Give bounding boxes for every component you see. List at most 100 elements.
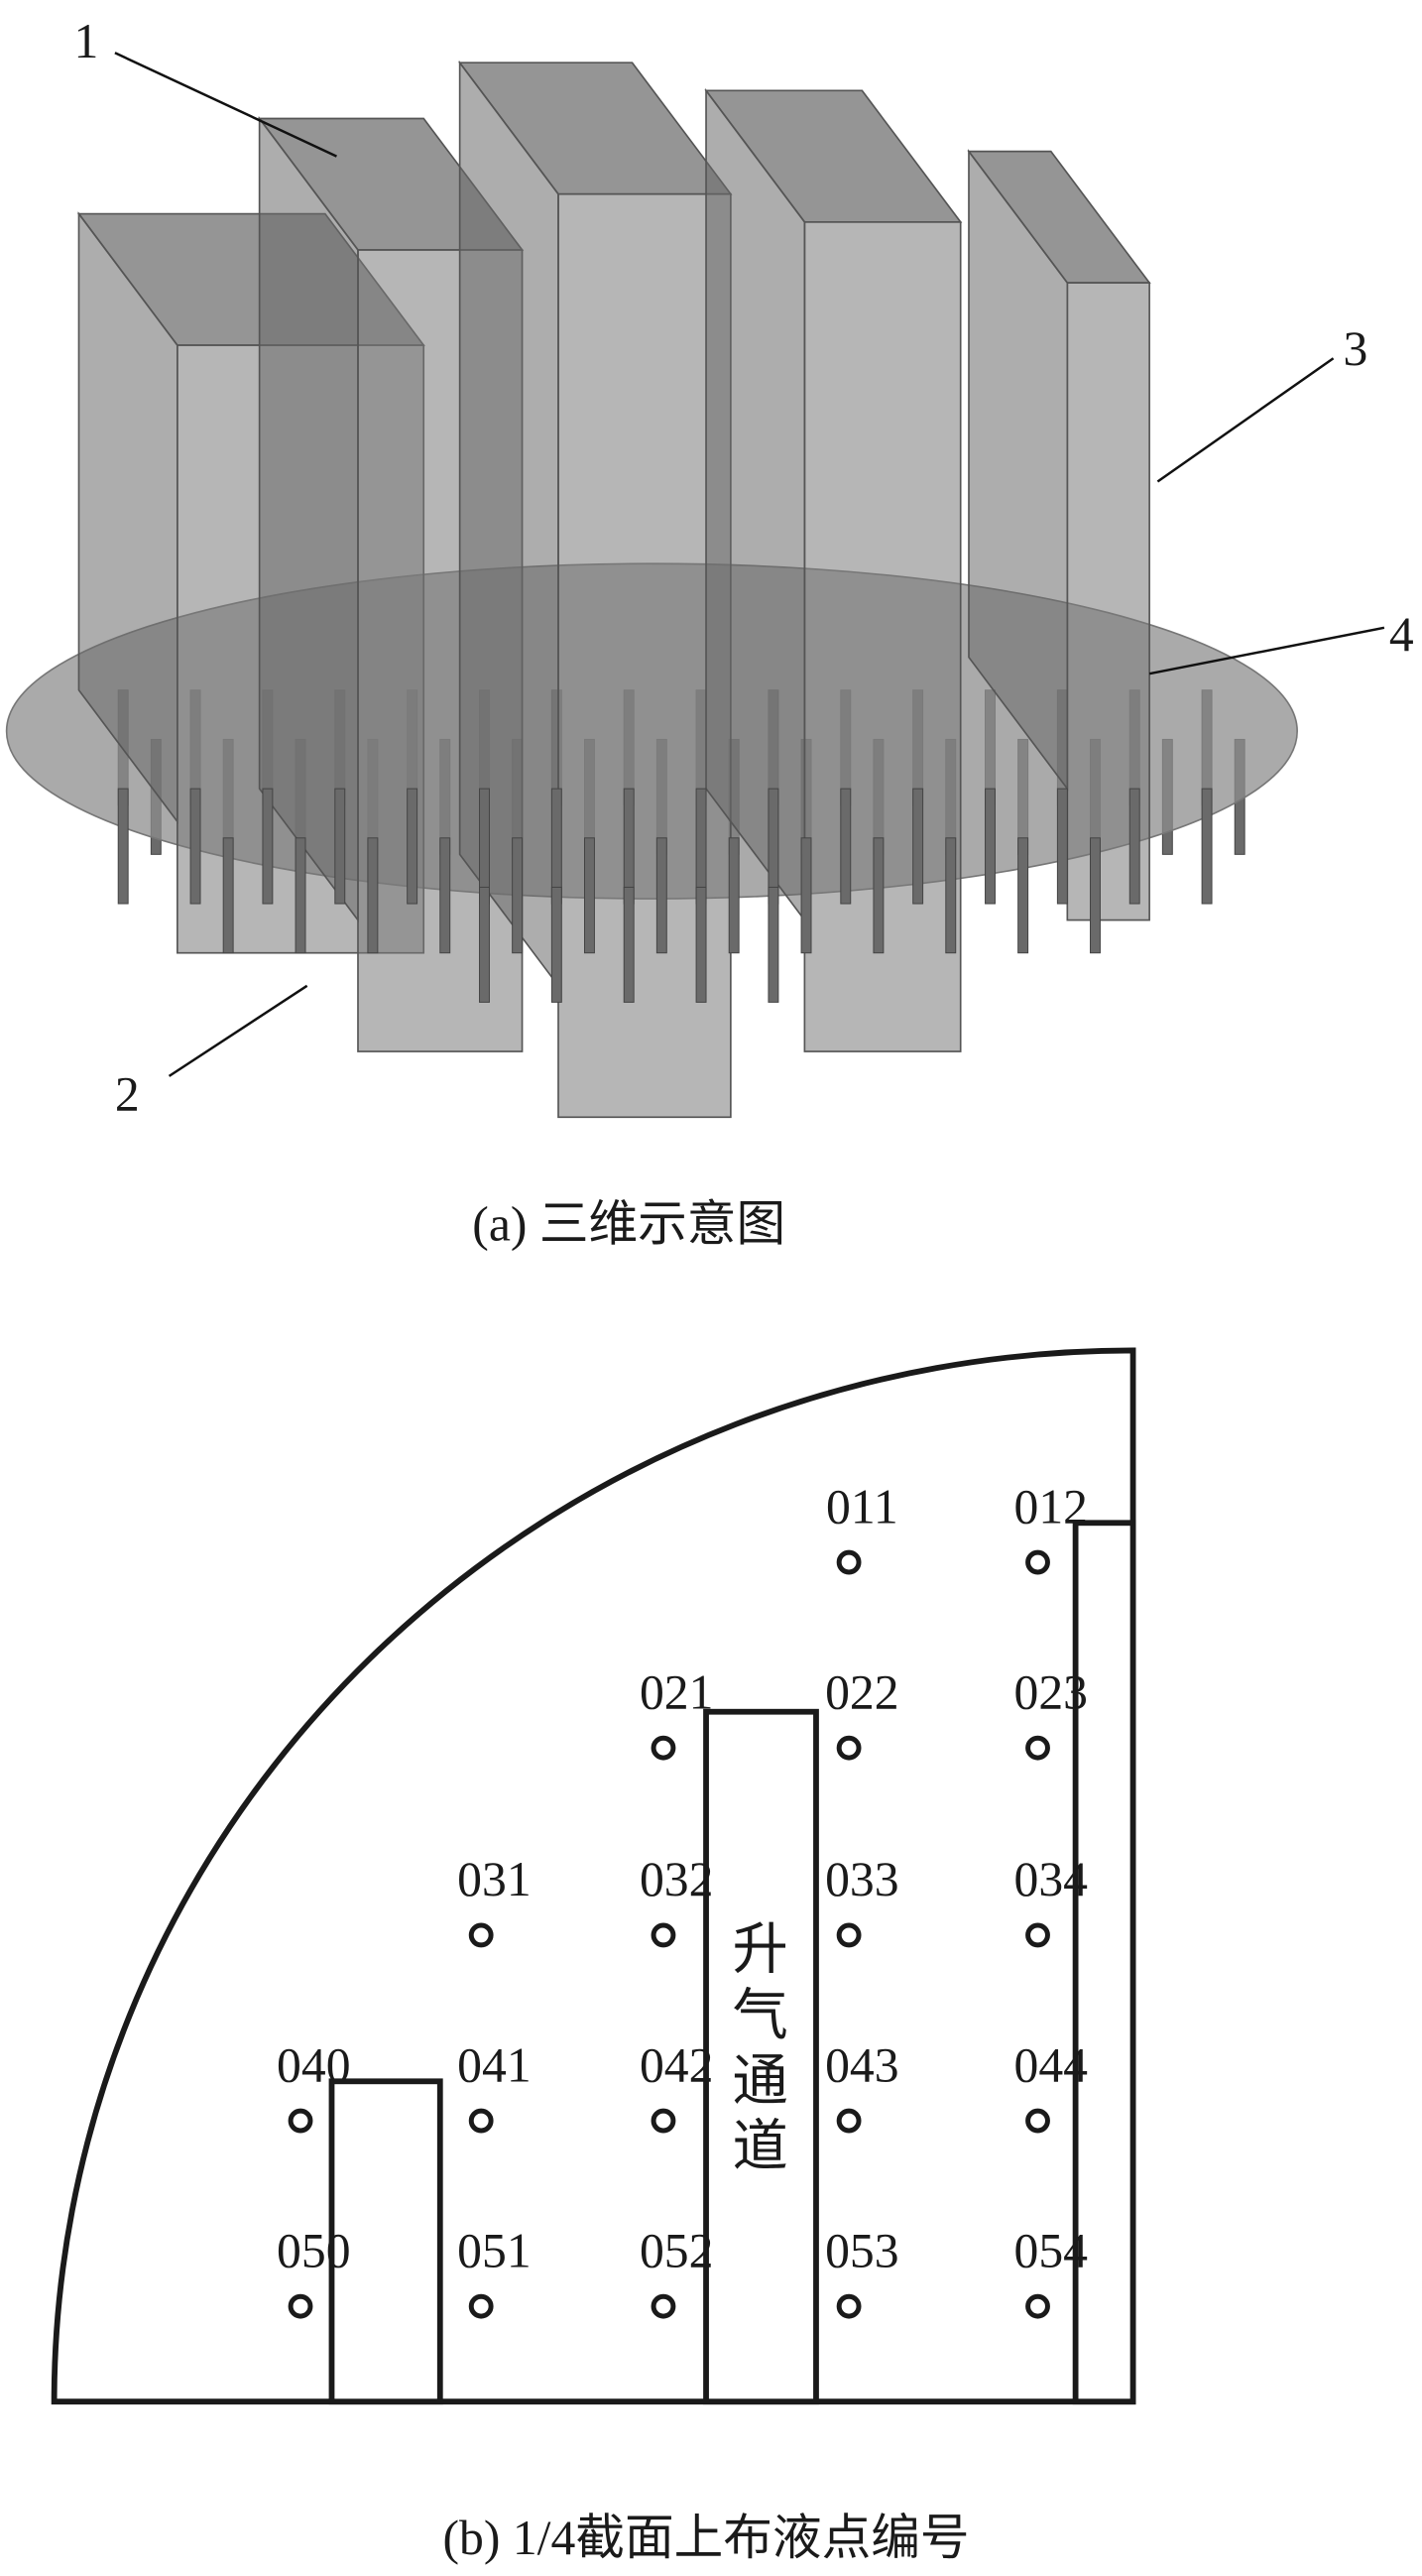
svg-text:1: 1 <box>74 14 99 68</box>
point-marker <box>1025 1735 1050 1761</box>
liquid-pipe <box>623 886 635 1003</box>
point-marker <box>1025 1922 1050 1948</box>
svg-text:升: 升 <box>733 1919 788 1981</box>
point-marker <box>288 2293 313 2319</box>
quarter-section: 升 气 通 道 011 012 021 022 023 031 032 033 034 040 04… <box>51 1347 1136 2565</box>
point-label: 040 <box>277 2037 350 2092</box>
liquid-pipe <box>768 788 779 905</box>
point-label: 054 <box>1014 2223 1089 2277</box>
liquid-pipe <box>800 837 812 954</box>
distribution-point: 044 <box>1014 2037 1089 2134</box>
liquid-pipe <box>334 788 346 905</box>
downcomers <box>76 60 1151 1119</box>
distribution-point: 050 <box>277 2223 351 2319</box>
point-label: 032 <box>640 1852 713 1906</box>
point-marker <box>288 2108 313 2134</box>
liquid-pipe <box>873 837 885 954</box>
gas-channel-label: 升 气 通 道 <box>733 1919 788 2178</box>
liquid-pipe <box>1128 788 1140 905</box>
point-label: 041 <box>457 2037 531 2092</box>
liquid-pipe <box>583 837 595 954</box>
liquid-pipe <box>262 788 274 905</box>
liquid-pipe <box>912 788 924 905</box>
point-marker <box>836 1549 862 1575</box>
liquid-pipe <box>550 788 562 905</box>
point-marker <box>836 1922 862 1948</box>
liquid-pipe <box>222 837 234 954</box>
3d-view: 1 2 3 4 (a) 三维示意图 <box>5 14 1414 1251</box>
liquid-pipe <box>1017 837 1029 954</box>
caption-a: (a) 三维示意图 <box>472 1196 785 1251</box>
distribution-point: 031 <box>457 1852 532 1948</box>
point-marker <box>651 1922 676 1948</box>
liquid-pipe <box>623 788 635 905</box>
svg-text:4: 4 <box>1389 607 1414 662</box>
distribution-point: 022 <box>825 1664 899 1761</box>
downcomer-box <box>704 87 963 1052</box>
point-label: 044 <box>1014 2037 1089 2092</box>
distribution-point: 054 <box>1014 2223 1089 2319</box>
point-label: 023 <box>1014 1664 1088 1719</box>
point-label: 052 <box>640 2223 713 2277</box>
point-marker <box>1025 2108 1050 2134</box>
pipes-front <box>117 788 1213 1003</box>
point-label: 022 <box>825 1664 898 1719</box>
callout-1: 1 <box>74 14 337 158</box>
liquid-pipe <box>189 788 201 905</box>
liquid-pipe <box>479 788 490 905</box>
liquid-pipe <box>117 788 129 905</box>
svg-text:3: 3 <box>1344 321 1368 376</box>
liquid-pipe <box>367 837 379 954</box>
quarter-outline <box>51 1347 1136 2405</box>
distribution-point: 032 <box>640 1852 713 1948</box>
point-label: 011 <box>826 1479 898 1533</box>
point-marker <box>651 2293 676 2319</box>
liquid-pipe <box>768 886 779 1003</box>
svg-text:通: 通 <box>733 2051 788 2113</box>
distribution-point: 012 <box>1014 1479 1088 1575</box>
distribution-point: 052 <box>640 2223 713 2319</box>
point-label: 042 <box>640 2037 713 2092</box>
point-label: 031 <box>457 1852 531 1906</box>
point-marker <box>1025 1549 1050 1575</box>
liquid-pipe <box>1090 837 1101 954</box>
distribution-point: 034 <box>1014 1852 1089 1948</box>
liquid-pipe <box>512 837 524 954</box>
svg-text:道: 道 <box>733 2117 788 2178</box>
liquid-pipe <box>439 837 451 954</box>
gas-channel <box>703 1708 819 2405</box>
svg-text:2: 2 <box>115 1067 140 1122</box>
point-marker <box>468 2108 494 2134</box>
distribution-point: 033 <box>825 1852 899 1948</box>
callout-3: 3 <box>1156 321 1368 483</box>
liquid-pipe <box>728 837 740 954</box>
downcomer-box <box>967 149 1151 921</box>
point-label: 043 <box>825 2037 898 2092</box>
distribution-point: 042 <box>640 2037 713 2134</box>
point-marker <box>651 2108 676 2134</box>
caption-b: (b) 1/4截面上布液点编号 <box>443 2511 970 2565</box>
point-label: 051 <box>457 2223 531 2277</box>
point-marker <box>1025 2293 1050 2319</box>
distribution-point: 043 <box>825 2037 899 2134</box>
downcomer-left <box>328 2078 443 2405</box>
point-label: 053 <box>825 2223 898 2277</box>
point-label: 012 <box>1014 1479 1088 1533</box>
distribution-point: 051 <box>457 2223 532 2319</box>
liquid-pipe <box>695 788 707 905</box>
point-label: 034 <box>1014 1852 1089 1906</box>
point-label: 033 <box>825 1852 898 1906</box>
point-label: 021 <box>640 1664 713 1719</box>
distribution-point: 053 <box>825 2223 899 2319</box>
callout-4: 4 <box>1148 607 1414 675</box>
point-marker <box>468 2293 494 2319</box>
liquid-pipe <box>655 837 667 954</box>
point-label: 050 <box>277 2223 350 2277</box>
distribution-point: 041 <box>457 2037 532 2134</box>
callout-2: 2 <box>115 984 308 1122</box>
liquid-pipe <box>840 788 852 905</box>
distribution-point: 023 <box>1014 1664 1088 1761</box>
liquid-pipe <box>985 788 996 905</box>
